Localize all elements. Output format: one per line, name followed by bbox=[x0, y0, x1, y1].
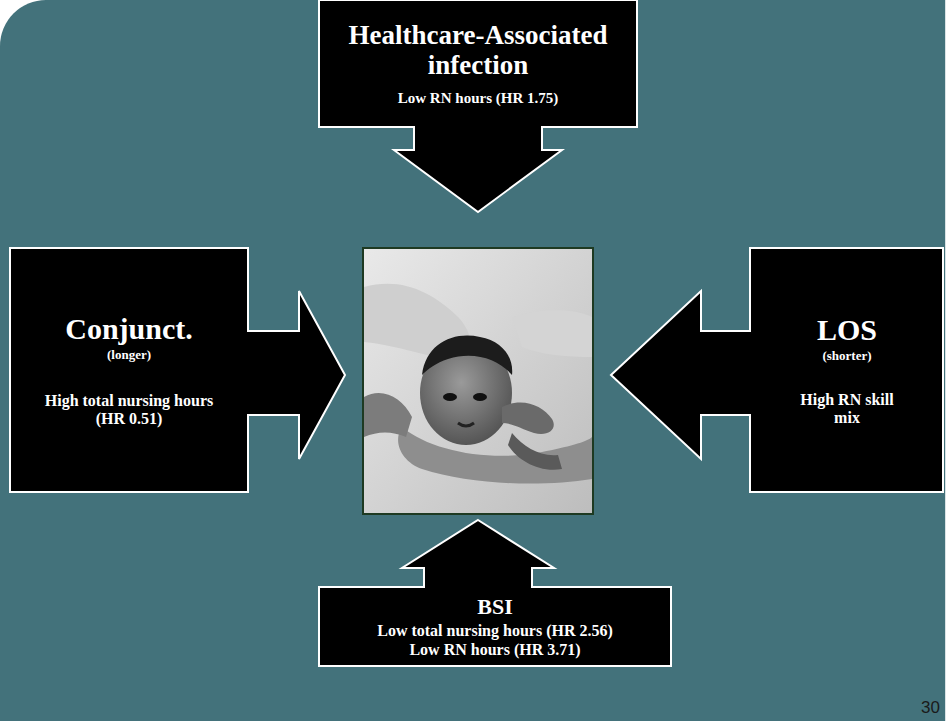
box-heading: Healthcare-Associated infection bbox=[326, 20, 630, 80]
box-heading: LOS bbox=[817, 313, 877, 347]
box-text: Low total nursing hours (HR 2.56) bbox=[377, 622, 613, 640]
page-number: 30 bbox=[921, 698, 940, 718]
callout-box: Healthcare-Associated infectionLow RN ho… bbox=[318, 0, 638, 214]
text-area: BSI Low total nursing hours (HR 2.56)Low … bbox=[324, 589, 666, 665]
box-text: Low RN hours (HR 3.71) bbox=[409, 641, 580, 659]
callout-box: BSI Low total nursing hours (HR 2.56)Low … bbox=[318, 519, 672, 667]
box-text: High RN skill mix bbox=[797, 391, 897, 427]
callout-box: LOS (shorter) High RN skill mix bbox=[609, 247, 945, 493]
box-text: High total nursing hours (HR 0.51) bbox=[29, 392, 229, 428]
callout-box: Conjunct. (longer) High total nursing hour… bbox=[9, 247, 347, 493]
text-area: Conjunct. (longer) High total nursing hour… bbox=[15, 251, 243, 489]
box-text: Low RN hours (HR 1.75) bbox=[398, 90, 558, 107]
text-area: Healthcare-Associated infectionLow RN ho… bbox=[326, 2, 630, 125]
callout-shape bbox=[9, 247, 347, 493]
box-text: (shorter) bbox=[822, 349, 871, 364]
box-text: (longer) bbox=[107, 348, 151, 363]
box-heading: BSI bbox=[477, 595, 512, 620]
baby-photo bbox=[362, 247, 594, 515]
callout-shape bbox=[609, 247, 945, 493]
box-heading: Conjunct. bbox=[65, 312, 193, 346]
text-area: LOS (shorter) High RN skill mix bbox=[755, 251, 939, 489]
